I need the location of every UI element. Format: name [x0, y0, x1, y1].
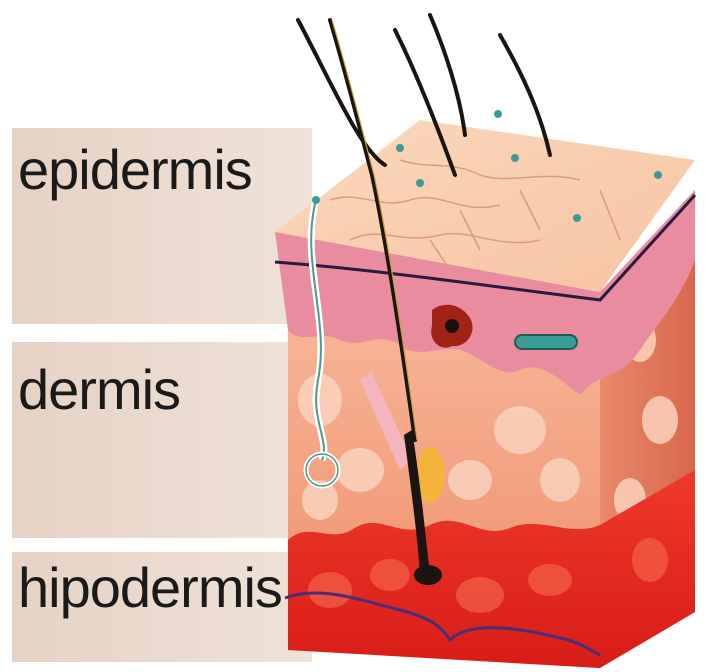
capillary: [515, 335, 577, 349]
skin-block: [275, 15, 695, 668]
hipodermis-label: hipodermis: [18, 560, 282, 616]
epidermis-label: epidermis: [18, 142, 252, 198]
dermis-label: dermis: [18, 362, 180, 418]
hair-bulb: [414, 565, 442, 585]
